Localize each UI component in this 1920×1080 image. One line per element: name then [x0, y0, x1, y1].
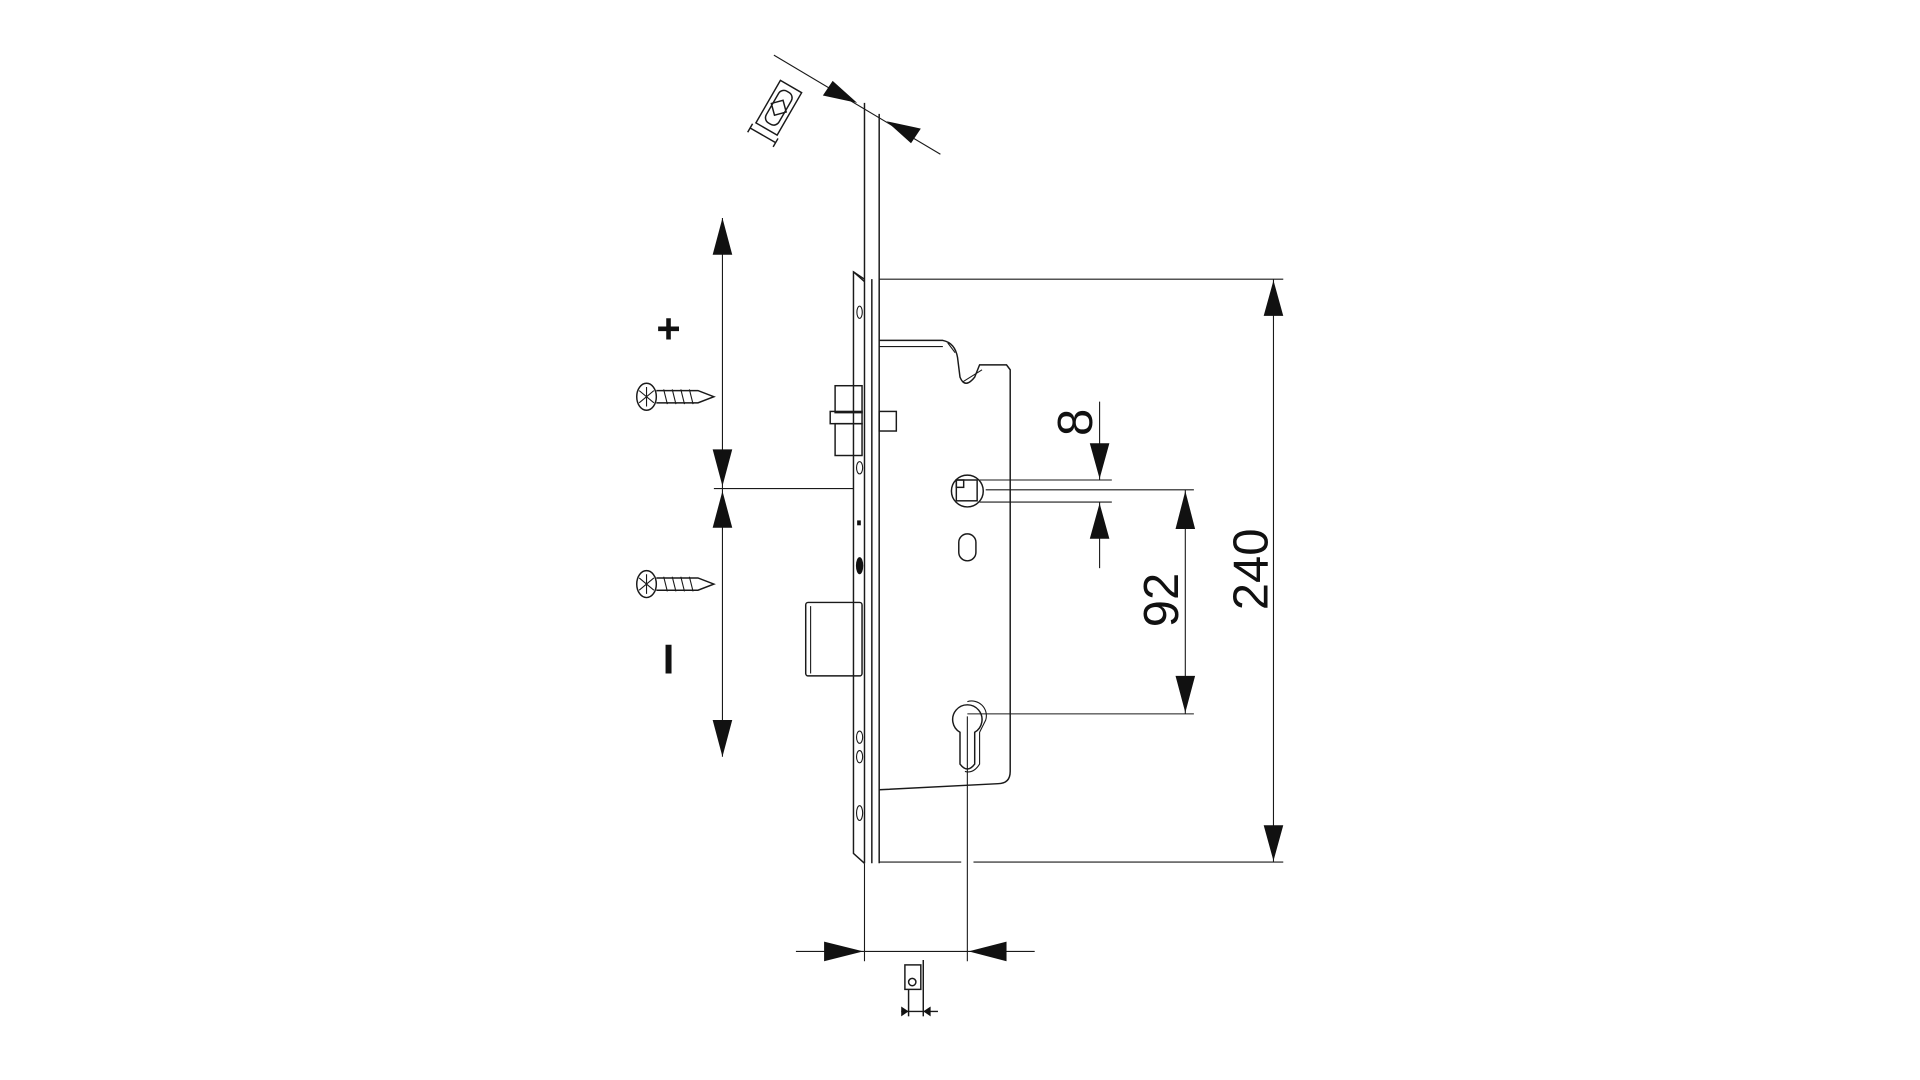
follower-hole — [950, 474, 984, 508]
backset-profile-icon — [901, 960, 938, 1017]
dimension-240-label: 240 — [1224, 529, 1278, 611]
latch-bolt — [829, 384, 863, 457]
dimension-8: 8 — [979, 401, 1112, 569]
faceplate-profile-icon — [747, 79, 803, 148]
cylinder-hole — [951, 704, 983, 770]
dead-bolt — [804, 601, 863, 677]
dimension-92: 92 — [967, 489, 1196, 715]
dimension-240: 240 — [879, 278, 1284, 863]
backset-dimension — [795, 716, 1035, 962]
dimension-8-label: 8 — [1049, 409, 1103, 436]
faceplate-thickness-dimension — [773, 54, 941, 155]
dimension-92-label: 92 — [1135, 573, 1189, 627]
lock-case — [878, 339, 1011, 791]
oval-hole — [958, 533, 977, 562]
height-adjustment-dimension — [712, 217, 854, 757]
faceplate — [852, 102, 880, 864]
minus-symbol: I — [663, 635, 675, 682]
plus-symbol: + — [656, 305, 680, 352]
screw-icon — [636, 382, 716, 411]
screw-icon — [636, 569, 716, 599]
